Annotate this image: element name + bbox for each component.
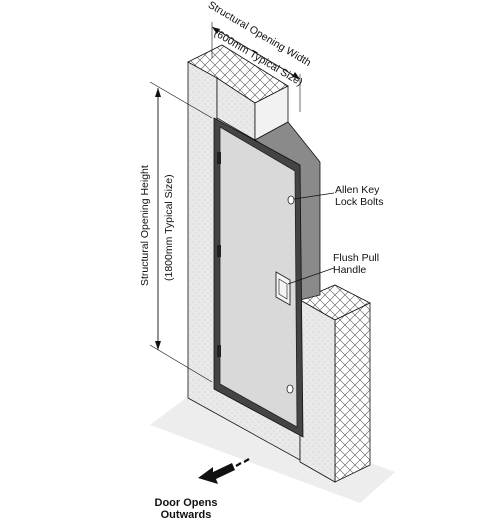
opens-outwards-arrow-icon (198, 463, 235, 484)
door-leaf (219, 126, 298, 428)
handle-leader (287, 267, 335, 285)
height-size-label: (1800mm Typical Size) (163, 174, 175, 281)
handle-label-line2: Handle (333, 264, 367, 276)
lock-bolts-callout: Allen Key Lock Bolts (335, 184, 383, 208)
opens-label-line1: Door Opens (154, 497, 218, 509)
lock-label-line1: Allen Key (335, 184, 380, 196)
opens-label-line2: Outwards (160, 509, 212, 521)
height-label-line2: (1800mm Typical Size) (163, 174, 175, 281)
right-wall-side (334, 302, 371, 483)
flush-pull-handle-icon (275, 271, 291, 306)
hinge-middle (217, 245, 221, 257)
lock-bolt-bottom-icon (286, 384, 294, 394)
right-wall-face (299, 299, 336, 483)
handle-callout: Flush Pull Handle (333, 252, 379, 276)
handle-label-line1: Flush Pull (333, 252, 380, 264)
lock-label-line2: Lock Bolts (335, 196, 384, 208)
height-label-line1: Structural Opening Height (139, 165, 151, 286)
lock-bolt-leader (293, 192, 335, 200)
hinge-top (217, 152, 221, 164)
height-dimension-label: Structural Opening Height (139, 165, 151, 286)
width-dimension-line (211, 26, 301, 80)
lock-bolt-top-icon (287, 195, 295, 205)
hinge-bottom (217, 345, 221, 357)
door-opens-label: Door Opens Outwards (146, 497, 226, 521)
